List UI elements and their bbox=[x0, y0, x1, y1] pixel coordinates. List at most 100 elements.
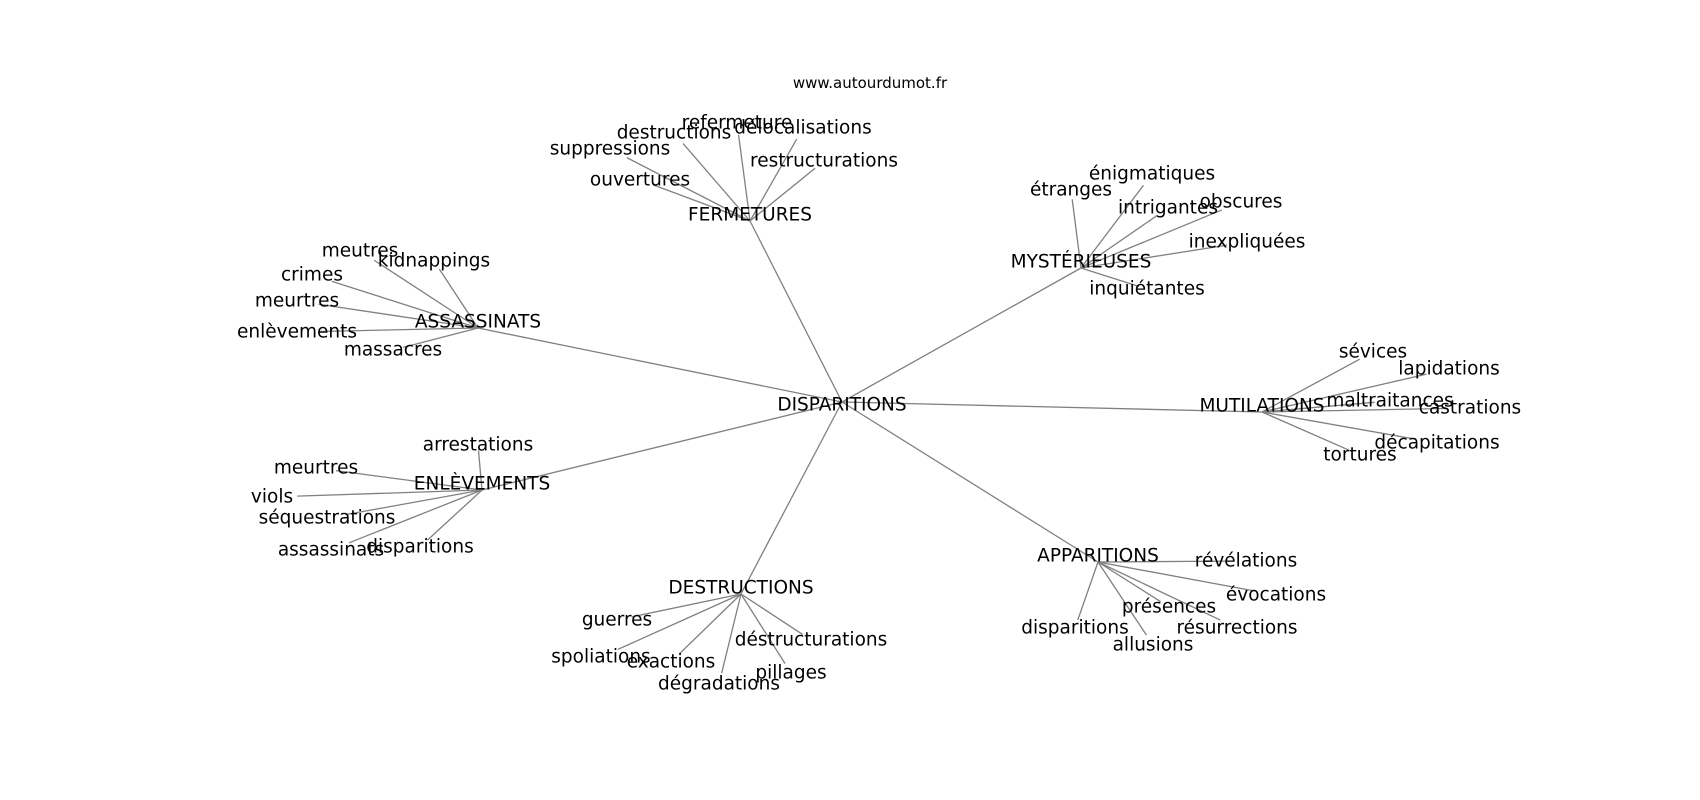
leaf-node-label: disparitions bbox=[1021, 618, 1128, 639]
group-node-label: APPARITIONS bbox=[1037, 546, 1159, 567]
graph-labels: www.autourdumot.fr DISPARITIONS FERMETURE… bbox=[237, 74, 1521, 695]
leaf-node-label: castrations bbox=[1419, 398, 1521, 419]
leaf-node-label: séquestrations bbox=[259, 508, 396, 529]
leaf-node-label: meutres bbox=[322, 241, 399, 262]
leaf-node-label: évocations bbox=[1226, 585, 1326, 606]
leaf-node-label: dégradations bbox=[658, 674, 780, 695]
leaf-node-label: suppressions bbox=[550, 139, 671, 160]
edge-group-to-leaf bbox=[345, 489, 483, 516]
leaf-node-label: ouvertures bbox=[590, 170, 690, 191]
leaf-node-label: délocalisations bbox=[734, 118, 871, 139]
leaf-node-label: allusions bbox=[1113, 635, 1194, 656]
leaf-node-label: sévices bbox=[1339, 342, 1407, 363]
edge-group-to-leaf bbox=[617, 593, 742, 651]
edge-group-to-leaf bbox=[373, 259, 479, 329]
leaf-node-label: énigmatiques bbox=[1089, 164, 1215, 185]
edge-center-to-group bbox=[481, 401, 843, 491]
leaf-node-label: disparitions bbox=[366, 537, 473, 558]
edge-group-to-leaf bbox=[740, 593, 786, 664]
leaf-node-label: étranges bbox=[1030, 180, 1112, 201]
edge-group-to-leaf bbox=[678, 593, 742, 655]
edge-center-to-group bbox=[841, 401, 1263, 413]
edge-group-to-leaf bbox=[1097, 561, 1255, 592]
edge-group-to-leaf bbox=[1261, 411, 1349, 451]
center-node-label: DISPARITIONS bbox=[777, 395, 906, 416]
leaf-node-label: destructions bbox=[617, 123, 732, 144]
edge-group-to-leaf bbox=[1097, 561, 1161, 603]
group-node-label: FERMETURES bbox=[688, 205, 812, 226]
edge-group-to-leaf bbox=[749, 167, 816, 222]
edge-group-to-leaf bbox=[1077, 561, 1099, 621]
edge-group-to-leaf bbox=[737, 134, 751, 222]
edge-group-to-leaf bbox=[348, 489, 483, 544]
edge-center-to-group bbox=[749, 220, 843, 403]
edge-group-to-leaf bbox=[1080, 209, 1223, 269]
edge-group-to-leaf bbox=[1261, 407, 1446, 413]
edge-group-to-leaf bbox=[749, 138, 798, 222]
leaf-node-label: décapitations bbox=[1374, 433, 1499, 454]
edge-group-to-leaf bbox=[1261, 401, 1375, 413]
edge-group-to-leaf bbox=[1080, 244, 1228, 269]
group-node-label: ENLÈVEMENTS bbox=[414, 473, 550, 495]
edge-group-to-leaf bbox=[438, 268, 479, 329]
edge-group-to-leaf bbox=[740, 593, 803, 636]
edge-group-to-leaf bbox=[297, 489, 483, 497]
leaf-node-label: crimes bbox=[281, 265, 343, 286]
group-node-label: DESTRUCTIONS bbox=[668, 578, 813, 599]
leaf-node-label: lapidations bbox=[1398, 359, 1500, 380]
leaf-node-label: obscures bbox=[1200, 192, 1283, 213]
leaf-node-label: pillages bbox=[755, 663, 826, 684]
leaf-node-label: intrigantes bbox=[1118, 198, 1218, 219]
group-node-label: MUTILATIONS bbox=[1199, 396, 1324, 417]
leaf-node-label: refermeture bbox=[682, 113, 793, 134]
edge-center-to-group bbox=[477, 327, 843, 403]
leaf-node-label: guerres bbox=[582, 610, 652, 631]
graph-edges bbox=[297, 134, 1446, 674]
edge-group-to-leaf bbox=[1097, 561, 1147, 636]
leaf-node-label: résurrections bbox=[1176, 618, 1297, 639]
edge-group-to-leaf bbox=[721, 593, 742, 674]
edge-group-to-leaf bbox=[626, 157, 751, 222]
edge-group-to-leaf bbox=[1097, 560, 1229, 563]
edge-group-to-leaf bbox=[1080, 184, 1144, 269]
leaf-node-label: meurtres bbox=[274, 458, 358, 479]
leaf-node-label: restructurations bbox=[750, 151, 898, 172]
leaf-node-label: spoliations bbox=[551, 647, 650, 668]
edge-group-to-leaf bbox=[1261, 358, 1360, 413]
edge-group-to-leaf bbox=[1080, 214, 1158, 269]
leaf-node-label: assassinats bbox=[278, 540, 384, 561]
edge-center-to-group bbox=[841, 401, 1099, 563]
edge-group-to-leaf bbox=[427, 489, 483, 541]
leaf-node-label: inquiétantes bbox=[1089, 279, 1204, 300]
group-node-label: ASSASSINATS bbox=[415, 312, 541, 333]
edge-group-to-leaf bbox=[403, 327, 479, 348]
edge-group-to-leaf bbox=[1071, 199, 1082, 269]
leaf-node-label: kidnappings bbox=[378, 251, 490, 272]
leaf-node-label: massacres bbox=[344, 340, 442, 361]
leaf-node-label: viols bbox=[251, 487, 293, 508]
edge-group-to-leaf bbox=[1261, 411, 1417, 440]
edge-group-to-leaf bbox=[1097, 561, 1221, 621]
edge-group-to-leaf bbox=[477, 450, 483, 491]
edge-group-to-leaf bbox=[652, 184, 751, 222]
leaf-node-label: tortures bbox=[1323, 445, 1396, 466]
edge-group-to-leaf bbox=[331, 280, 479, 329]
leaf-node-label: inexpliquées bbox=[1189, 232, 1306, 253]
edge-group-to-leaf bbox=[631, 593, 742, 618]
edge-center-to-group bbox=[740, 401, 843, 595]
edge-center-to-group bbox=[841, 267, 1082, 403]
leaf-node-label: enlèvements bbox=[237, 322, 357, 343]
edge-group-to-leaf bbox=[318, 327, 479, 333]
leaf-node-label: exactions bbox=[627, 652, 716, 673]
leaf-node-label: meurtres bbox=[255, 291, 339, 312]
leaf-node-label: révélations bbox=[1195, 551, 1297, 572]
leaf-node-label: maltraitances bbox=[1326, 391, 1453, 412]
leaf-node-label: déstructurations bbox=[735, 630, 888, 651]
edge-group-to-leaf bbox=[335, 469, 483, 491]
leaf-node-label: arrestations bbox=[423, 435, 534, 456]
edge-group-to-leaf bbox=[1080, 267, 1140, 288]
group-node-label: MYSTÉRIEUSES bbox=[1011, 251, 1152, 273]
edge-group-to-leaf bbox=[318, 303, 479, 329]
watermark-url: www.autourdumot.fr bbox=[793, 74, 948, 92]
